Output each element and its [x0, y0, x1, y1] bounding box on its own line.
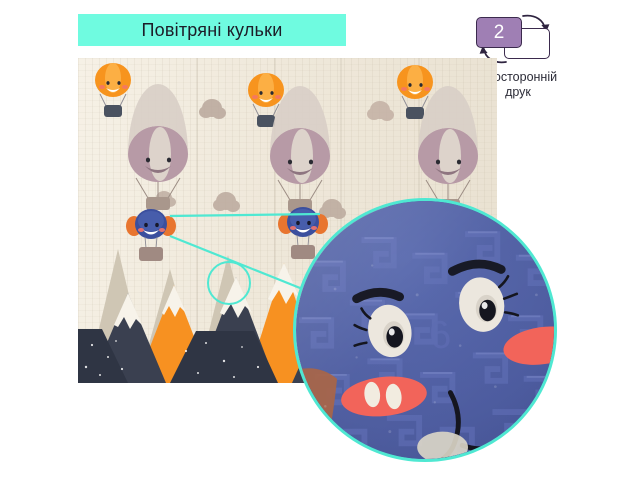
balloon-orange-top-left [94, 62, 132, 118]
balloon-left-eye [352, 287, 412, 358]
balloon-left-cheek [341, 376, 427, 417]
source-highlight-ring [207, 261, 251, 305]
badge-label-line-2: друк [505, 85, 531, 99]
mat-seam [274, 58, 276, 383]
balloon-right-cheek [503, 326, 554, 365]
badge-number: 2 [493, 21, 505, 43]
zoom-detail-content: 6 [296, 201, 554, 459]
zoom-balloon-face: 6 [296, 201, 554, 459]
balloon-mauve-right [417, 85, 479, 213]
badge-label-line-1: Двосторонній [478, 70, 558, 84]
title-banner: Повітряні кульки [78, 14, 346, 46]
balloon-right-eye [447, 259, 520, 332]
badge-label: Двосторонній друк [452, 70, 584, 100]
zoom-detail-circle: 6 [293, 198, 557, 462]
page-title: Повітряні кульки [141, 19, 283, 40]
balloon-blue-source [125, 208, 177, 262]
badge-card-front: 2 [476, 17, 522, 48]
double-sided-print-badge: 2 Двосторонній друк [452, 12, 584, 104]
double-sided-print-icon: 2 [466, 12, 570, 68]
balloon-mauve-left [127, 83, 189, 211]
mat-seam [196, 58, 198, 383]
